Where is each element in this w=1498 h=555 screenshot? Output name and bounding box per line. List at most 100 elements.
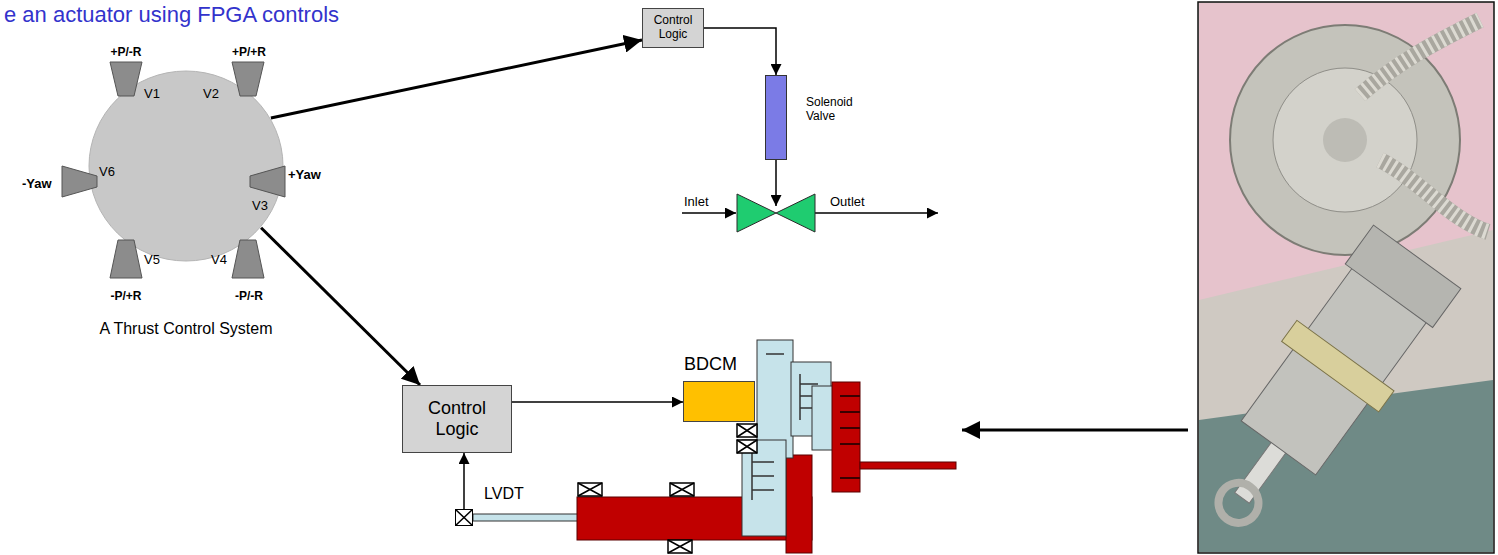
photo-disk-hub xyxy=(1323,118,1367,162)
bearing-box xyxy=(737,424,757,437)
connector-arrow xyxy=(261,228,420,385)
photo-actuator-body xyxy=(1178,222,1466,555)
label-box: +P/-R xyxy=(103,42,149,60)
bearing-cross xyxy=(578,483,602,496)
bearing-box xyxy=(668,540,692,553)
thruster-axis-label: +P/-R xyxy=(110,46,141,60)
gear-housing xyxy=(742,440,786,536)
thruster-nozzle xyxy=(110,240,142,278)
bearing-cross xyxy=(668,540,692,553)
bearing-symbol xyxy=(737,440,757,453)
thruster-axis-label: +P/+R xyxy=(232,46,266,60)
bearing-symbol xyxy=(668,540,692,553)
thruster-nozzle xyxy=(110,62,142,96)
node-label-box: LVDT xyxy=(484,485,544,503)
photo-cable xyxy=(1380,160,1488,232)
thruster-nozzle xyxy=(232,240,264,278)
photo-frame xyxy=(1198,2,1494,553)
flow-label: Inlet xyxy=(684,195,709,210)
thruster-axis-label: -Yaw xyxy=(22,177,52,192)
bearing-box xyxy=(670,483,694,496)
label-box: +Yaw xyxy=(288,165,321,183)
bearing-symbol xyxy=(670,483,694,496)
bearing-cross xyxy=(737,440,757,453)
motor-box: BDCM xyxy=(683,381,755,422)
node-label: A Thrust Control System xyxy=(99,320,272,338)
label-box: Inlet xyxy=(684,192,709,210)
photo-disk-face xyxy=(1273,68,1417,212)
gear-teeth xyxy=(752,452,774,500)
valve-id: V3 xyxy=(252,199,268,214)
bearing-symbol xyxy=(578,483,602,496)
thruster-axis-label: +Yaw xyxy=(288,168,321,183)
gear-housing xyxy=(812,386,834,450)
output-rod xyxy=(860,462,956,469)
actuator-photo xyxy=(1178,2,1494,554)
gear-train xyxy=(473,340,956,553)
valve-id: V4 xyxy=(211,253,227,268)
bearing-box xyxy=(578,483,602,496)
label-box: -Yaw xyxy=(22,174,52,192)
node-label-box: A Thrust Control System xyxy=(48,320,324,338)
valve-id: V6 xyxy=(99,165,115,180)
title-box: e an actuator using FPGA controls xyxy=(4,2,339,27)
label-box: -P/+R xyxy=(103,286,149,304)
lvdt-sensor: LVDT xyxy=(455,509,473,526)
valve-id: V1 xyxy=(144,87,160,102)
valve-symbol xyxy=(776,194,815,232)
connector-arrow xyxy=(271,40,642,118)
lvdt-rod xyxy=(473,514,578,521)
bearing-symbol xyxy=(737,424,757,437)
label-box: Outlet xyxy=(830,192,865,210)
slide-title: e an actuator using FPGA controls xyxy=(4,2,339,27)
drive-plate xyxy=(786,455,812,553)
node-label: Solenoid Valve xyxy=(806,96,870,124)
connector-arrow xyxy=(463,453,465,509)
photo-cable-braid xyxy=(1380,160,1488,232)
process-box: Control Logic xyxy=(642,8,704,48)
photo-eye-bolt xyxy=(1211,475,1267,531)
process-box: Control Logic xyxy=(402,385,512,453)
valve-branch xyxy=(682,160,938,232)
thruster-axis-label: -P/+R xyxy=(110,290,141,304)
node-label-box: Solenoid Valve xyxy=(806,96,870,124)
flow-label: Outlet xyxy=(830,195,865,210)
inlet-arrow xyxy=(682,212,736,214)
sensor-cross-lines xyxy=(455,509,473,526)
photo-cable xyxy=(1360,20,1480,95)
valve-actuation-arrow xyxy=(775,160,777,206)
thruster-circle xyxy=(89,71,283,261)
valve-id: V2 xyxy=(203,87,219,102)
valve-symbol xyxy=(737,194,776,232)
photo-flange xyxy=(1282,320,1394,412)
photo-cable-braid xyxy=(1360,20,1480,95)
node-label: LVDT xyxy=(484,485,524,503)
output-gear xyxy=(832,382,860,492)
gear-tooth xyxy=(766,353,784,355)
photo-rod xyxy=(1235,441,1287,503)
bearing-box xyxy=(737,440,757,453)
connector-arrow xyxy=(512,401,683,403)
node-text: Control Logic xyxy=(647,14,699,42)
photo-disk xyxy=(1230,25,1460,255)
photo-foam xyxy=(1199,3,1493,300)
valve-id: V5 xyxy=(144,253,160,268)
node-label-box: BDCM xyxy=(684,354,774,375)
thruster-body: A Thrust Control System xyxy=(88,70,284,262)
photo-end-cap xyxy=(1345,225,1461,327)
photo-pointer-arrow xyxy=(962,429,1188,432)
gear-teeth xyxy=(840,396,860,478)
label-box: V5 xyxy=(144,250,160,268)
label-box: V6 xyxy=(99,162,115,180)
connector-arrow xyxy=(704,28,776,75)
outlet-arrow xyxy=(815,212,938,214)
node-text: Control Logic xyxy=(411,398,503,439)
label-box: V4 xyxy=(211,250,227,268)
bearing-cross xyxy=(737,424,757,437)
label-box: V1 xyxy=(144,84,160,102)
label-box: V2 xyxy=(203,84,219,102)
label-box: V3 xyxy=(252,196,268,214)
thruster-nozzle xyxy=(232,62,264,96)
